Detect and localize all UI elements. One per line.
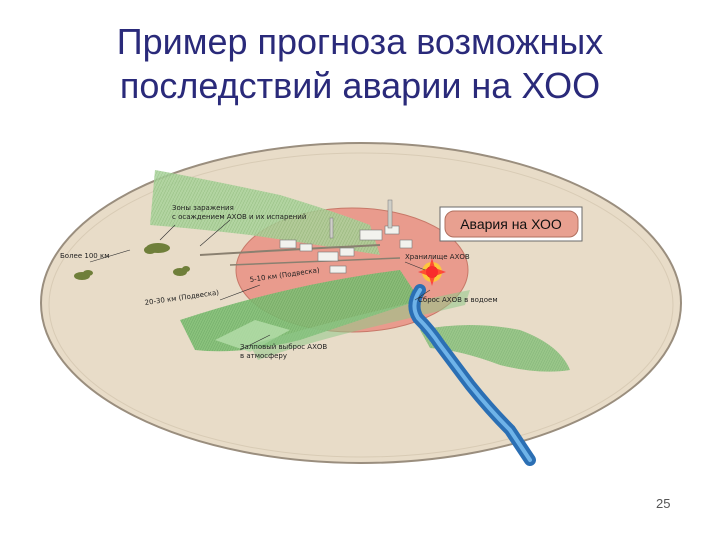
callout-text: Авария на ХОО xyxy=(460,216,562,232)
slide-title-line-2: последствий аварии на ХОО xyxy=(119,65,601,106)
accident-callout: Авария на ХОО xyxy=(439,206,583,242)
label-release-2: в атмосферу xyxy=(240,352,287,360)
upper-plume xyxy=(150,170,380,255)
buildings xyxy=(279,225,413,274)
slide-number: 25 xyxy=(656,496,671,511)
label-far: Более 100 км xyxy=(60,252,110,260)
label-discharge: Сброс АХОВ в водоем xyxy=(418,296,498,304)
slide-title-line-1: Пример прогноза возможных xyxy=(116,21,604,62)
explosion-icon xyxy=(418,258,446,286)
label-zones-2: с осаждением АХОВ и их испарений xyxy=(172,213,306,221)
label-zones: Зоны заражения xyxy=(172,204,234,212)
cloud-markers xyxy=(74,243,190,280)
label-release-1: Залповый выброс АХОВ xyxy=(240,343,327,351)
label-storage: Хранилище АХОВ xyxy=(405,253,470,261)
slide-title: Пример прогноза возможных последствий ав… xyxy=(0,20,720,108)
